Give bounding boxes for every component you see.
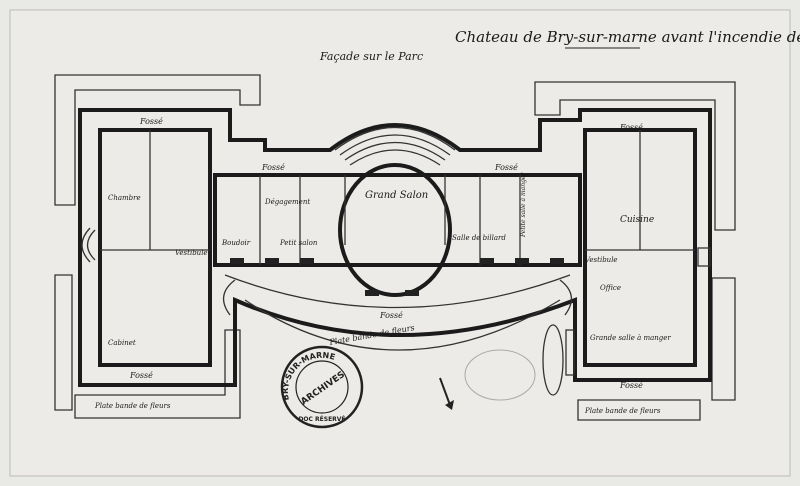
room-billard: Salle de billard (452, 234, 506, 242)
plan-title: Chateau de Bry-sur-marne avant l'incendi… (455, 28, 800, 46)
flowerbed-label-right: Plate bande de fleurs (584, 407, 661, 415)
room-petite-salle: Petite salle à manger (520, 172, 527, 238)
moat-label-top-left: Fossé (139, 117, 163, 126)
room-petit-salon: Petit salon (279, 239, 318, 247)
moat-label-center-right: Fossé (494, 163, 518, 172)
garden-border-left (54, 274, 73, 411)
room-boudoir: Boudoir (221, 239, 251, 247)
moat-label-bottom-right: Fossé (619, 381, 643, 390)
room-office: Office (600, 284, 621, 292)
garden-border-top-left (54, 74, 261, 206)
garden-border-top-right (534, 81, 736, 231)
front-steps (334, 126, 456, 166)
oval-bed (542, 324, 564, 396)
room-vestibule-left: Vestibule (175, 249, 208, 257)
room-grand-salon: Grand Salon (365, 190, 428, 201)
room-chambre: Chambre (108, 194, 141, 202)
moat-label-center-left: Fossé (261, 163, 285, 172)
terrace-curve (224, 274, 571, 309)
moat-label-bottom-left: Fossé (129, 371, 153, 380)
faded-stamp (464, 349, 536, 401)
flowerbed-label-left: Plate bande de fleurs (94, 402, 171, 410)
facade-label: Façade sur le Parc (319, 50, 423, 63)
central-block (213, 173, 582, 267)
right-wing (583, 128, 697, 367)
sheet (9, 9, 791, 477)
moat-label-center: Fossé (379, 311, 403, 320)
flowerbed-curve (244, 299, 561, 351)
grand-salon-oval (338, 163, 452, 297)
side-steps (81, 227, 711, 376)
room-cuisine: Cuisine (620, 215, 654, 225)
building-outline (78, 108, 712, 387)
flowerbed-right (577, 399, 701, 421)
flowerbed-left (74, 329, 241, 419)
stamp-bottom-text: DOC RÉSERVÉ (298, 415, 345, 423)
partitions (100, 130, 695, 265)
piers (230, 258, 564, 296)
room-vestibule-right: Vestibule (585, 256, 618, 264)
room-cabinet: Cabinet (108, 339, 136, 347)
north-arrow-icon (439, 377, 454, 410)
left-wing (98, 128, 212, 367)
moat-label-top-right: Fossé (619, 123, 643, 132)
room-grande-salle: Grande salle à manger (590, 334, 671, 342)
room-degagement: Dégagement (264, 198, 310, 206)
